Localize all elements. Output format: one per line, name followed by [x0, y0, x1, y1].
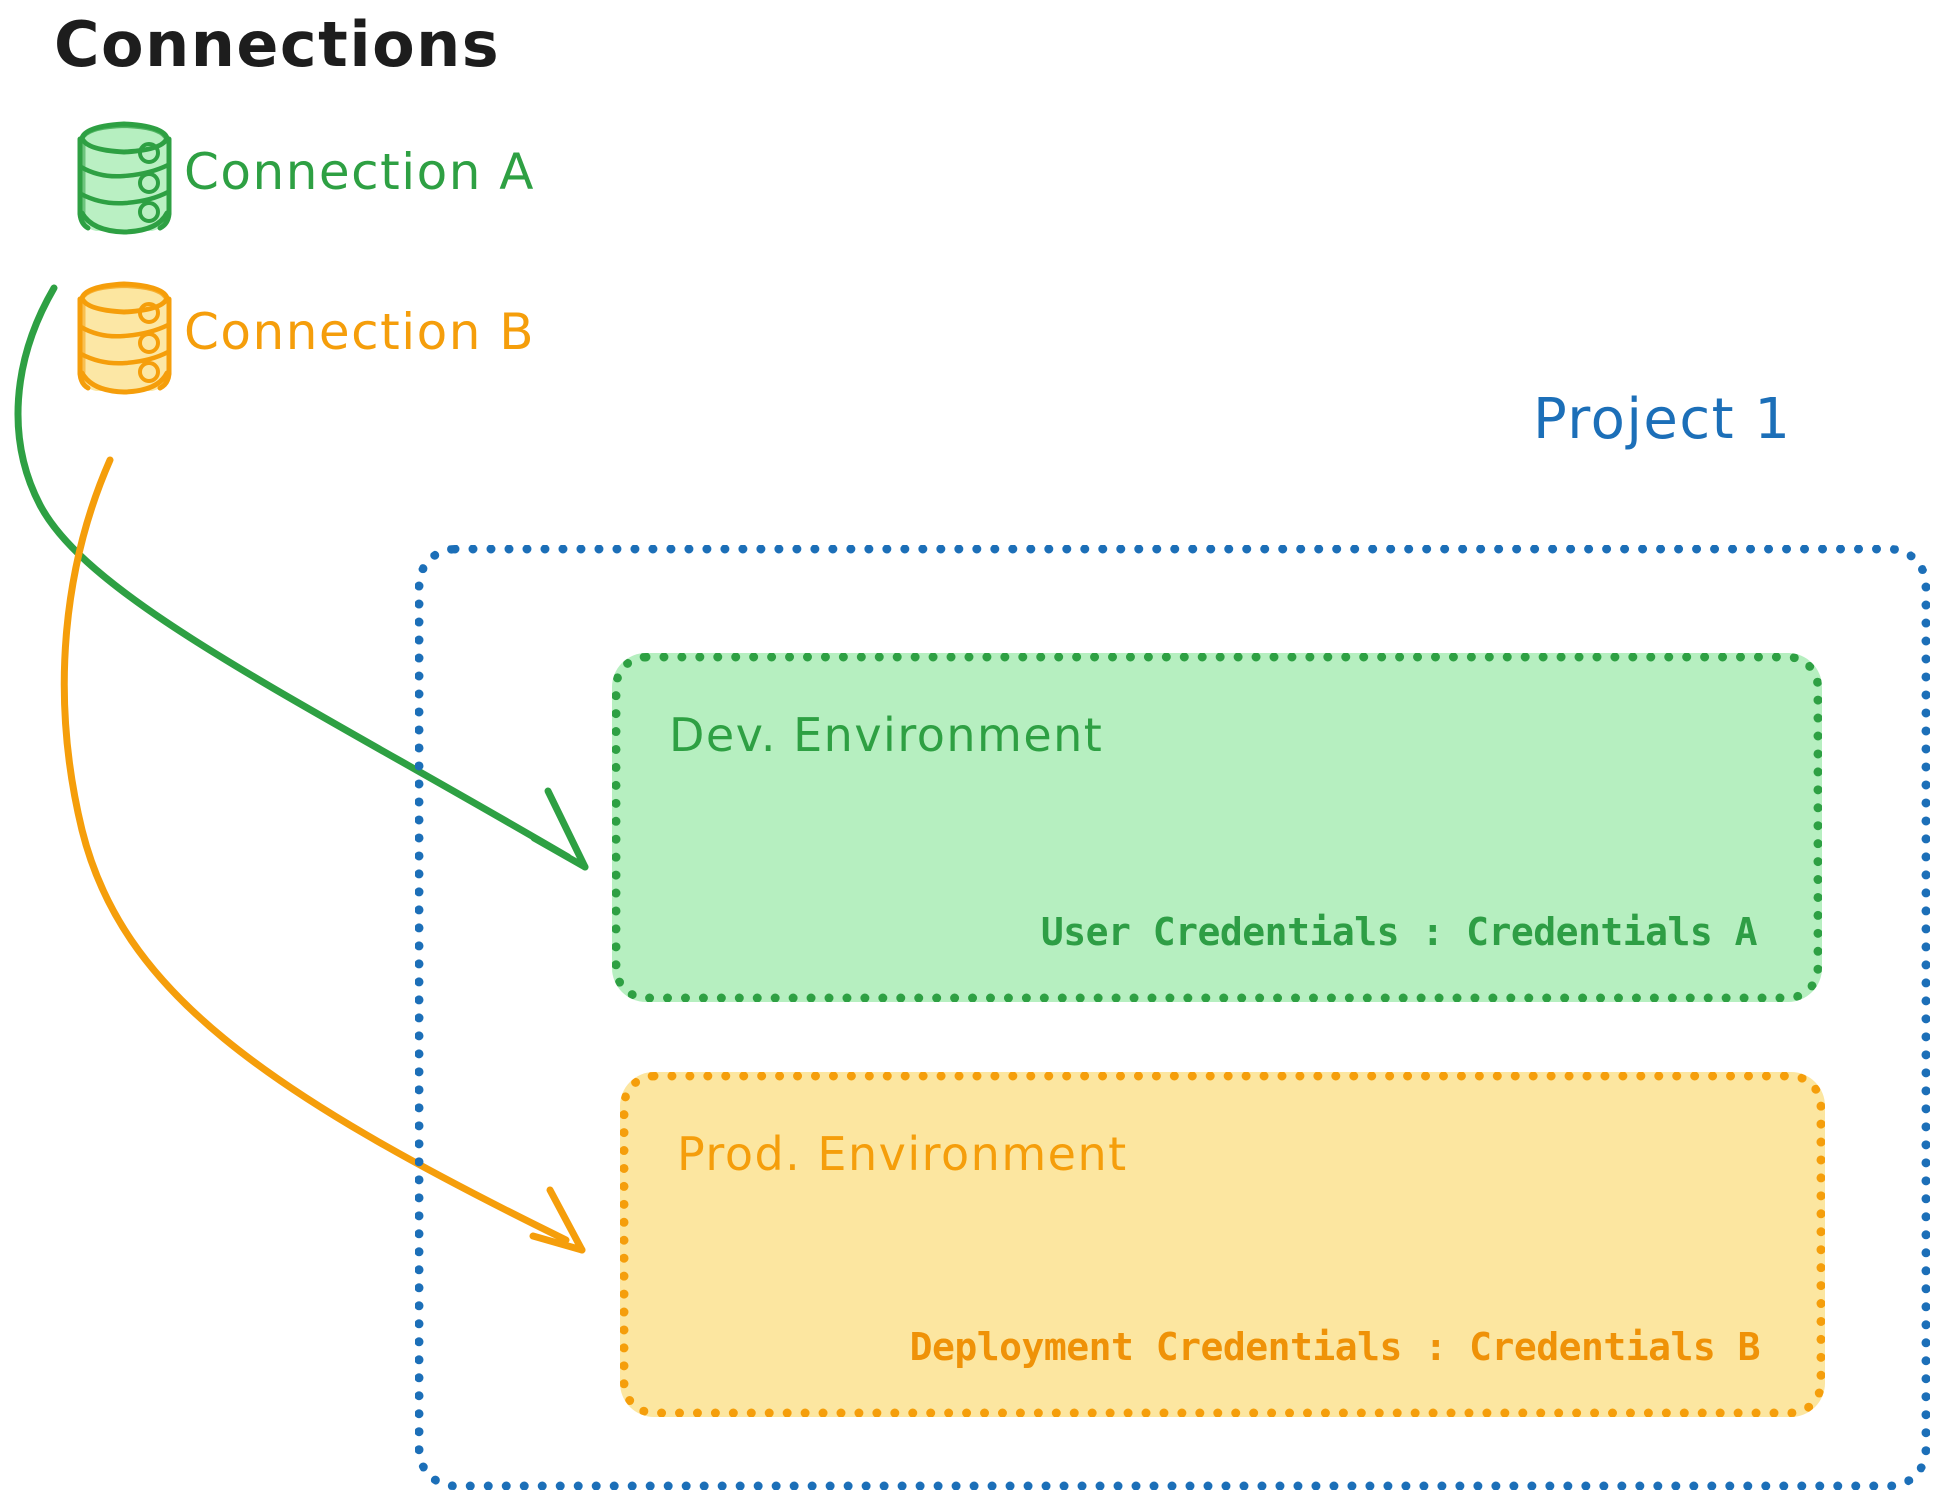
arrow-connection-a-to-dev — [14, 284, 589, 871]
dev-environment-credentials: User Credentials : Credentials A — [1040, 910, 1758, 954]
connection-b-label[interactable]: Connection B — [184, 303, 536, 361]
arrow-connection-b-to-prod — [60, 456, 586, 1254]
prod-environment-title: Prod. Environment — [677, 1127, 1128, 1181]
dev-environment-title: Dev. Environment — [669, 708, 1104, 762]
page-title: Connections — [54, 8, 501, 81]
database-cylinder-icon-connection-b[interactable] — [77, 281, 172, 395]
project-title: Project 1 — [1533, 387, 1792, 452]
connection-a-label[interactable]: Connection A — [184, 143, 536, 201]
prod-environment-box[interactable]: Prod. Environment Deployment Credentials… — [620, 1072, 1825, 1417]
project-container — [415, 545, 1930, 1490]
prod-environment-credentials: Deployment Credentials : Credentials B — [909, 1325, 1761, 1369]
dev-environment-box[interactable]: Dev. Environment User Credentials : Cred… — [612, 653, 1822, 1002]
database-cylinder-icon-connection-a[interactable] — [77, 121, 172, 235]
